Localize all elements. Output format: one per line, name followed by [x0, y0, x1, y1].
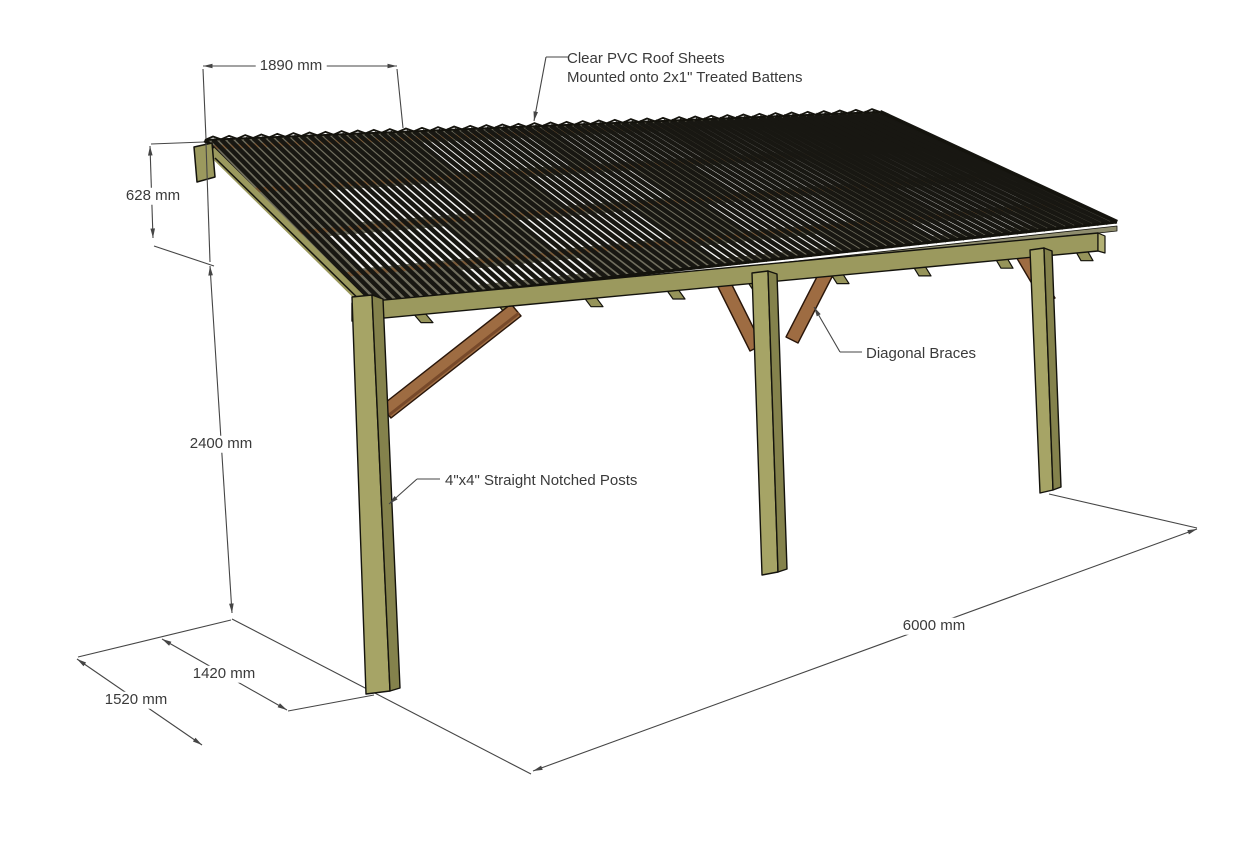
annotation-posts: 4"x4" Straight Notched Posts: [445, 472, 638, 489]
annotation-roof-sheets-line1: Clear PVC Roof Sheets: [567, 50, 725, 67]
timber-frame: [351, 232, 1106, 695]
dimension-label-1520: 1520 mm: [100, 691, 172, 709]
dimension-label-1420: 1420 mm: [188, 665, 260, 683]
dimension-label-6000: 6000 mm: [898, 617, 970, 635]
ground-lines: [231, 493, 1198, 775]
leader-lines: [388, 56, 862, 505]
dimension-label-1890: 1890 mm: [255, 57, 327, 75]
annotation-roof-sheets: Clear PVC Roof Sheets Mounted onto 2x1" …: [567, 49, 802, 87]
annotation-diagonal-braces: Diagonal Braces: [866, 345, 977, 362]
dimension-label-628: 628 mm: [121, 187, 185, 205]
dimension-label-2400: 2400 mm: [185, 435, 257, 453]
annotation-roof-sheets-line2: Mounted onto 2x1" Treated Battens: [567, 69, 803, 87]
